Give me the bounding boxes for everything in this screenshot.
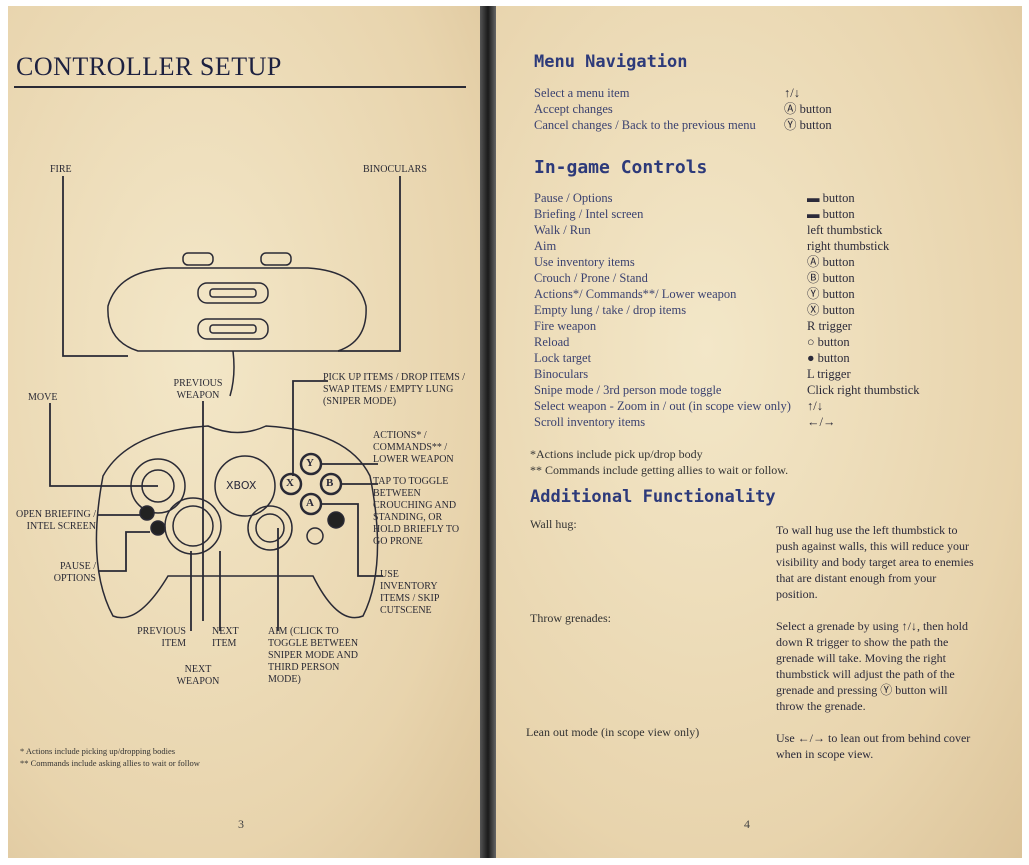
control-label: ←/→: [807, 415, 836, 429]
b-button-icon: B: [326, 477, 334, 489]
action-label: Pause / Options: [534, 191, 613, 205]
label-move: MOVE: [28, 392, 58, 403]
note: ** Commands include getting allies to wa…: [530, 463, 789, 477]
book-gutter: [480, 6, 496, 858]
label-fire: FIRE: [50, 164, 72, 175]
section-title-menu: Menu Navigation: [534, 52, 688, 72]
page-number: 3: [238, 817, 244, 831]
feature-name: Throw grenades:: [530, 611, 611, 625]
label-previous-item: PREVIOUS ITEM: [137, 626, 186, 649]
label-use-inventory: USE INVENTORY ITEMS / SKIP CUTSCENE: [380, 569, 440, 616]
control-label: R trigger: [807, 319, 852, 333]
label-previous-weapon: PREVIOUS WEAPON: [173, 378, 223, 401]
control-label: Ⓐ button: [807, 255, 855, 269]
action-label: Use inventory items: [534, 255, 635, 269]
action-label: Aim: [534, 239, 557, 253]
action-label: Scroll inventory items: [534, 415, 646, 429]
label-actions: ACTIONS* / COMMANDS** / LOWER WEAPON: [373, 430, 454, 465]
control-label: ○ button: [807, 335, 850, 349]
control-label: L trigger: [807, 367, 851, 381]
control-label: ▬ button: [807, 191, 855, 205]
control-label: Ⓑ button: [807, 271, 855, 285]
action-label: Snipe mode / 3rd person mode toggle: [534, 383, 722, 397]
label-next-item: NEXT ITEM: [212, 626, 239, 649]
action-label: Walk / Run: [534, 223, 591, 237]
action-label: Fire weapon: [534, 319, 597, 333]
feature-desc: Use ←/→ to lean out from behind cover wh…: [776, 731, 971, 761]
label-aim: AIM (CLICK TO TOGGLE BETWEEN SNIPER MODE…: [268, 626, 359, 685]
feature-name: Wall hug:: [530, 517, 577, 531]
action-label: Reload: [534, 335, 570, 349]
action-label: Accept changes: [534, 102, 613, 116]
label-open-briefing: OPEN BRIEFING / INTEL SCREEN: [15, 509, 96, 532]
control-label: ● button: [807, 351, 850, 365]
action-label: Actions*/ Commands**/ Lower weapon: [534, 287, 737, 301]
label-pick-up: PICK UP ITEMS / DROP ITEMS / SWAP ITEMS …: [323, 372, 466, 407]
note: *Actions include pick up/drop body: [530, 447, 703, 461]
label-next-weapon: NEXT WEAPON: [176, 664, 220, 687]
left-page: CONTROLLER SETUP XBOX X Y B A FIRE BINOC…: [8, 6, 480, 858]
control-label: ↑/↓: [807, 399, 823, 413]
action-label: Cancel changes / Back to the previous me…: [534, 118, 756, 132]
a-button-icon: A: [306, 497, 314, 509]
action-label: Briefing / Intel screen: [534, 207, 644, 221]
control-label: Ⓨ button: [784, 118, 832, 132]
right-page: Menu Navigation Select a menu item ↑/↓ Acc…: [496, 6, 1022, 858]
feature-desc: To wall hug use the left thumbstick to p…: [776, 523, 974, 601]
section-title-additional: Additional Functionality: [530, 487, 776, 507]
control-label: right thumbstick: [807, 239, 890, 253]
y-button-icon: Y: [306, 457, 314, 469]
feature-desc: Select a grenade by using ↑/↓, then hold…: [776, 619, 968, 713]
action-label: Lock target: [534, 351, 592, 365]
feature-name: Lean out mode (in scope view only): [526, 725, 700, 739]
action-label: Select weapon - Zoom in / out (in scope …: [534, 399, 791, 413]
action-label: Crouch / Prone / Stand: [534, 271, 648, 285]
action-label: Empty lung / take / drop items: [534, 303, 687, 317]
xbox-logo: XBOX: [226, 479, 257, 492]
section-title-ingame: In-game Controls: [534, 157, 708, 178]
control-label: left thumbstick: [807, 223, 883, 237]
control-label: Ⓧ button: [807, 303, 855, 317]
page-number: 4: [744, 817, 750, 831]
controller-diagram: [49, 176, 401, 631]
label-binoculars: BINOCULARS: [363, 164, 427, 175]
label-pause: PAUSE / OPTIONS: [53, 561, 96, 584]
control-label: Click right thumbstick: [807, 383, 920, 397]
title-rule: [14, 86, 466, 88]
action-label: Select a menu item: [534, 86, 630, 100]
page-title: CONTROLLER SETUP: [16, 52, 282, 81]
footnote: ** Commands include asking allies to wai…: [20, 758, 200, 768]
action-label: Binoculars: [534, 367, 589, 381]
x-button-icon: X: [286, 477, 294, 489]
control-label: Ⓨ button: [807, 287, 855, 301]
footnote: * Actions include picking up/dropping bo…: [20, 746, 176, 756]
control-label: ↑/↓: [784, 86, 800, 100]
control-label: Ⓐ button: [784, 102, 832, 116]
control-label: ▬ button: [807, 207, 855, 221]
label-tap-toggle: TAP TO TOGGLE BETWEEN CROUCHING AND STAN…: [373, 476, 460, 547]
